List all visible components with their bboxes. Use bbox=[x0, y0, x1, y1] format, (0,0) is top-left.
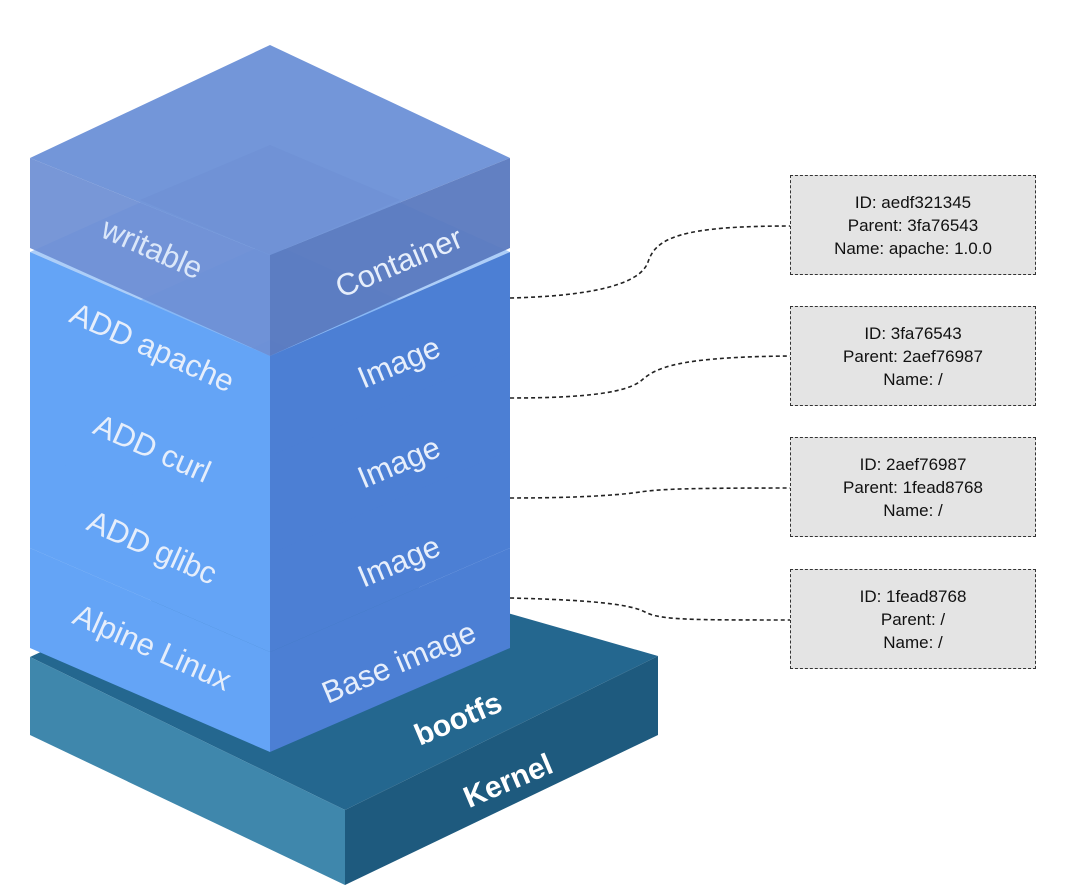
layer-name: Name: / bbox=[883, 500, 943, 520]
layer-info-box: ID: 1fead8768 Parent: / Name: / bbox=[790, 569, 1036, 669]
layer-right-face bbox=[270, 350, 510, 554]
container-top-face bbox=[30, 45, 510, 255]
kernel-left-face bbox=[30, 657, 345, 885]
layer-name: Name: apache: 1.0.0 bbox=[834, 238, 992, 258]
layer-right-face bbox=[270, 548, 510, 752]
layer-parent: Parent: 1fead8768 bbox=[843, 477, 983, 497]
layer-left-face bbox=[30, 350, 270, 554]
layer-id: ID: aedf321345 bbox=[854, 192, 972, 212]
container-right-face bbox=[270, 158, 510, 356]
layer-id: ID: 2aef76987 bbox=[859, 454, 967, 474]
layer-container bbox=[30, 45, 510, 356]
layer-left-face bbox=[30, 252, 270, 456]
layer-info-box: ID: aedf321345 Parent: 3fa76543 Name: ap… bbox=[790, 175, 1036, 275]
container-inner-shadow bbox=[140, 145, 400, 255]
connector-line bbox=[509, 597, 791, 621]
layer-name: Name: / bbox=[883, 632, 943, 652]
layer-right-face bbox=[270, 448, 510, 652]
layer-parent: Parent: 3fa76543 bbox=[847, 215, 979, 235]
layer-parent: Parent: / bbox=[880, 609, 946, 629]
kernel-right-face bbox=[345, 656, 658, 885]
layer-left-face bbox=[30, 548, 270, 752]
layer-parent: Parent: 2aef76987 bbox=[843, 346, 983, 366]
layer-id: ID: 1fead8768 bbox=[859, 586, 967, 606]
connector-line bbox=[509, 225, 791, 299]
container-left-face bbox=[30, 158, 270, 356]
layer-left-face bbox=[30, 448, 270, 652]
layer-name: Name: / bbox=[883, 369, 943, 389]
layer-info-box: ID: 3fa76543 Parent: 2aef76987 Name: / bbox=[790, 306, 1036, 406]
connector-line bbox=[509, 355, 791, 399]
layer-info-box: ID: 2aef76987 Parent: 1fead8768 Name: / bbox=[790, 437, 1036, 537]
layer-id: ID: 3fa76543 bbox=[864, 323, 962, 343]
layer-right-face bbox=[270, 252, 510, 456]
connector-line bbox=[509, 487, 791, 499]
